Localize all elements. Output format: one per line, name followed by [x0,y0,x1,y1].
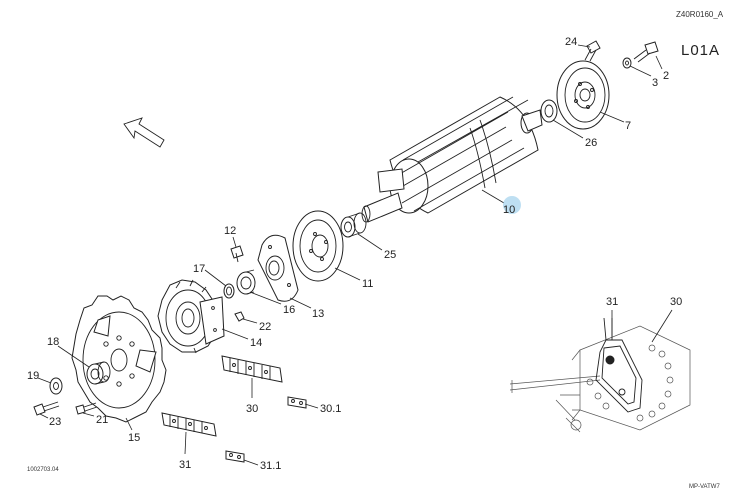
callout-31: 31 [179,459,191,471]
part-19-washer [49,377,63,395]
callout-13: 13 [312,308,324,320]
inset-callout-31: 31 [606,296,618,308]
callout-16: 16 [283,304,295,316]
part-26-bearing [540,99,558,123]
part-14-sprocket [157,279,225,354]
part-3-washer [622,57,632,69]
callout-17: 17 [193,263,205,275]
part-16-bearing [236,269,256,295]
part-22-nut [234,311,245,322]
drawing-code: Z40R0160_A [676,10,724,19]
callout-19: 19 [27,370,39,382]
callout-25: 25 [384,249,396,261]
part-11-flange [292,210,344,282]
callout-22: 22 [259,321,271,333]
callout-14: 14 [250,337,262,349]
callout-3: 3 [652,77,658,89]
callout-12: 12 [224,225,236,237]
part-31-1-link [225,450,245,463]
callout-2: 2 [663,70,669,82]
inset-assembly-view [509,317,691,433]
part-21-bolt [75,402,98,415]
part-15-sprocket [71,295,167,423]
callout-26: 26 [585,137,597,149]
callout-30: 30 [246,403,258,415]
callout-7: 7 [625,120,631,132]
part-13-plate [257,234,299,302]
callout-11: 11 [362,278,373,290]
callout-30-1: 30.1 [320,403,341,415]
part-23-bolt [33,401,60,416]
part-2-bolt [633,41,659,63]
callout-31-1: 31.1 [260,460,281,472]
section-code: L01A [681,42,720,59]
callout-10[interactable]: 10 [503,204,515,216]
inset-callout-30: 30 [670,296,682,308]
footer-right-code: MP-VATW7 [689,484,720,490]
part-10-drum [361,96,543,223]
part-17-ring [223,283,235,299]
highlight-marker[interactable] [503,196,521,214]
callout-21: 21 [96,414,108,426]
callout-15: 15 [128,432,140,444]
part-24-bolt [577,40,601,62]
callout-24: 24 [565,36,577,48]
direction-arrow-icon [123,117,165,148]
callout-18: 18 [47,336,59,348]
callout-23: 23 [49,416,61,428]
part-31-chain [161,412,217,437]
part-12-bolt [230,245,244,263]
part-30-chain [221,355,283,383]
part-30-1-link [287,396,307,409]
footer-left-code: 1002703.04 [27,467,59,473]
part-25-bushing [340,212,367,238]
part-7-flange [556,60,610,130]
part-18-spacer [86,361,111,385]
